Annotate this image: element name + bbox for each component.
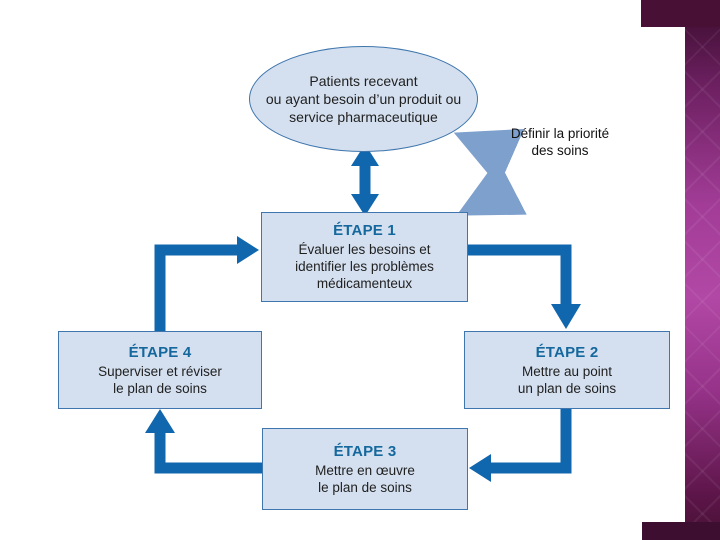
step-3-body: Mettre en œuvre le plan de soins (315, 462, 415, 495)
arrow-step4-to-step1-icon (154, 236, 259, 331)
step-2-box: ÉTAPE 2 Mettre au point un plan de soins (464, 331, 670, 409)
arrow-define-priority-icon (453, 129, 527, 216)
arrow-step1-to-step2-icon (468, 244, 581, 329)
arrow-patients-step1-icon (351, 144, 379, 216)
step-2-title: ÉTAPE 2 (535, 343, 599, 361)
step-1-box: ÉTAPE 1 Évaluer les besoins et identifie… (261, 212, 468, 302)
theme-right-strip (685, 0, 720, 540)
step-1-body: Évaluer les besoins et identifier les pr… (295, 242, 434, 291)
step-1-title: ÉTAPE 1 (333, 222, 396, 239)
step-2-body: Mettre au point un plan de soins (517, 363, 617, 396)
patients-ellipse: Patients recevant ou ayant besoin d’un p… (249, 46, 478, 152)
step-4-title: ÉTAPE 4 (128, 343, 192, 361)
arrow-step2-to-step3-icon (469, 409, 572, 482)
arrow-step3-to-step4-icon (145, 409, 262, 474)
priority-label: Définir la priorité des soins (510, 126, 610, 158)
step-4-body: Superviser et réviser le plan de soins (98, 363, 222, 396)
step-3-box: ÉTAPE 3 Mettre en œuvre le plan de soins (262, 428, 468, 510)
step-3-title: ÉTAPE 3 (333, 442, 397, 460)
theme-top-corner-block (641, 0, 720, 27)
theme-bottom-corner-block (642, 522, 720, 540)
step-4-box: ÉTAPE 4 Superviser et réviser le plan de… (58, 331, 262, 409)
